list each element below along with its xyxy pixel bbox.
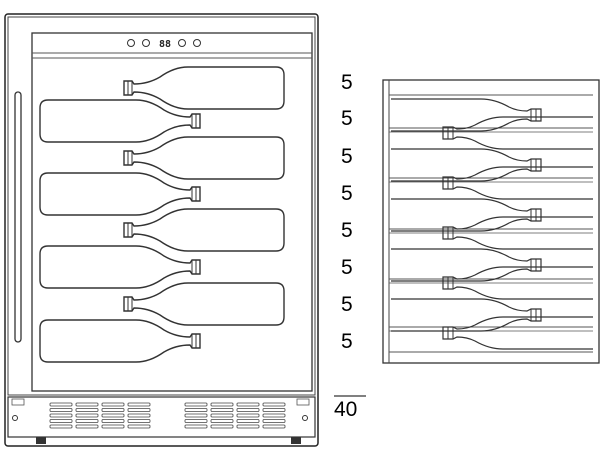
vent-slot [262, 408, 286, 412]
vent-slot [184, 424, 208, 429]
vent-slot [49, 408, 73, 412]
side-cabinet-outline [382, 79, 600, 364]
vent-slot [184, 413, 208, 418]
vent-slot [75, 402, 99, 407]
vent-slot [210, 408, 234, 412]
temperature-display: 88 [159, 39, 171, 50]
vent-slot [49, 413, 73, 418]
down-button-icon[interactable] [193, 39, 201, 47]
side-shelves [389, 127, 593, 332]
shelf-count-1: 5 [341, 71, 353, 94]
foot [291, 437, 301, 444]
light-button-icon[interactable] [142, 39, 150, 47]
side-view [382, 79, 600, 364]
vent-slot [184, 408, 208, 412]
vent-slot [184, 402, 208, 407]
vent-slot [101, 419, 125, 423]
vent-slot [236, 419, 260, 423]
vent-slot [127, 402, 151, 407]
vent-slot [127, 424, 151, 429]
up-button-icon[interactable] [178, 39, 186, 47]
cabinet-inner-frame [7, 16, 316, 396]
screw-icon [302, 415, 308, 421]
shelf-count-6: 5 [341, 256, 353, 279]
power-button-icon[interactable] [127, 39, 135, 47]
vent-slot [236, 413, 260, 418]
screw-icon [12, 415, 18, 421]
vent-slot [210, 402, 234, 407]
vent-slot [75, 419, 99, 423]
kick-plate [7, 396, 316, 444]
vent-slot [236, 424, 260, 429]
shelf-count-7: 5 [341, 293, 353, 316]
vent-slot [236, 408, 260, 412]
vent-slot [49, 419, 73, 423]
door-handle[interactable] [14, 91, 22, 343]
vent-grille [49, 402, 286, 429]
vent-slot [75, 413, 99, 418]
vent-slot [49, 424, 73, 429]
vent-slot [184, 419, 208, 423]
total-count: 40 [334, 398, 358, 421]
shelf-count-8: 5 [341, 330, 353, 353]
vent-slot [49, 402, 73, 407]
vent-slot [262, 419, 286, 423]
vent-slot [101, 413, 125, 418]
door-glass [31, 32, 313, 392]
vent-slot [236, 402, 260, 407]
vent-slot [210, 413, 234, 418]
vent-slot [210, 419, 234, 423]
vent-slot [101, 402, 125, 407]
vent-slot [101, 424, 125, 429]
vent-slot [101, 408, 125, 412]
shelf-count-4: 5 [341, 182, 353, 205]
control-panel: 88 [127, 39, 201, 50]
vent-slot [127, 419, 151, 423]
vent-slot [210, 424, 234, 429]
shelf-count-3: 5 [341, 145, 353, 168]
foot [36, 437, 46, 444]
vent-slot [75, 424, 99, 429]
vent-slot [127, 408, 151, 412]
vent-slot [262, 402, 286, 407]
shelf-count-2: 5 [341, 107, 353, 130]
vent-slot [75, 408, 99, 412]
vent-slot [262, 424, 286, 429]
vent-slot [127, 413, 151, 418]
front-view: 88 [4, 13, 319, 447]
vent-slot [262, 413, 286, 418]
shelf-count-5: 5 [341, 219, 353, 242]
